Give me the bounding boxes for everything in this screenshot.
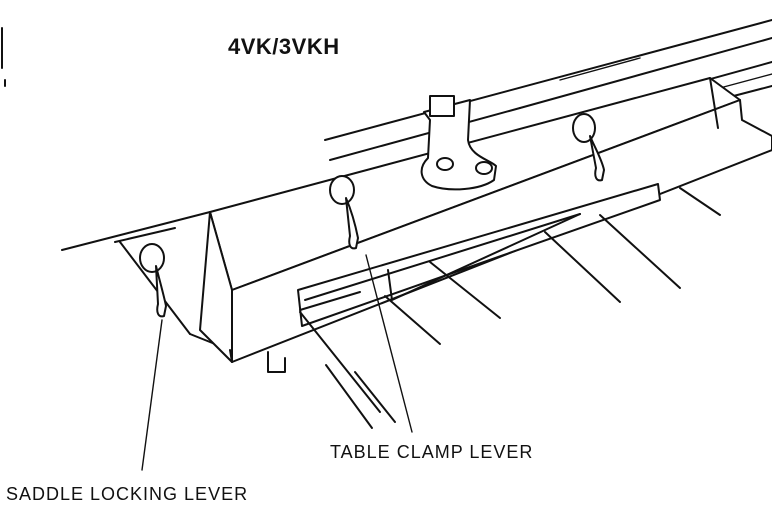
saddle-lock-leader bbox=[141, 319, 163, 471]
saddle bbox=[199, 77, 772, 429]
table-clamp-lever-right bbox=[572, 113, 605, 182]
table-clamp-lever-label: TABLE CLAMP LEVER bbox=[330, 442, 534, 462]
table-clamp-lever bbox=[329, 175, 359, 250]
table-clamp-leader bbox=[365, 254, 413, 433]
saddle-locking-lever bbox=[139, 243, 167, 318]
leader-lines bbox=[141, 254, 413, 471]
model-label: 4VK/3VKH bbox=[228, 34, 340, 59]
clamp-bracket bbox=[420, 95, 497, 191]
saddle-locking-lever-label: SADDLE LOCKING LEVER bbox=[6, 484, 249, 504]
